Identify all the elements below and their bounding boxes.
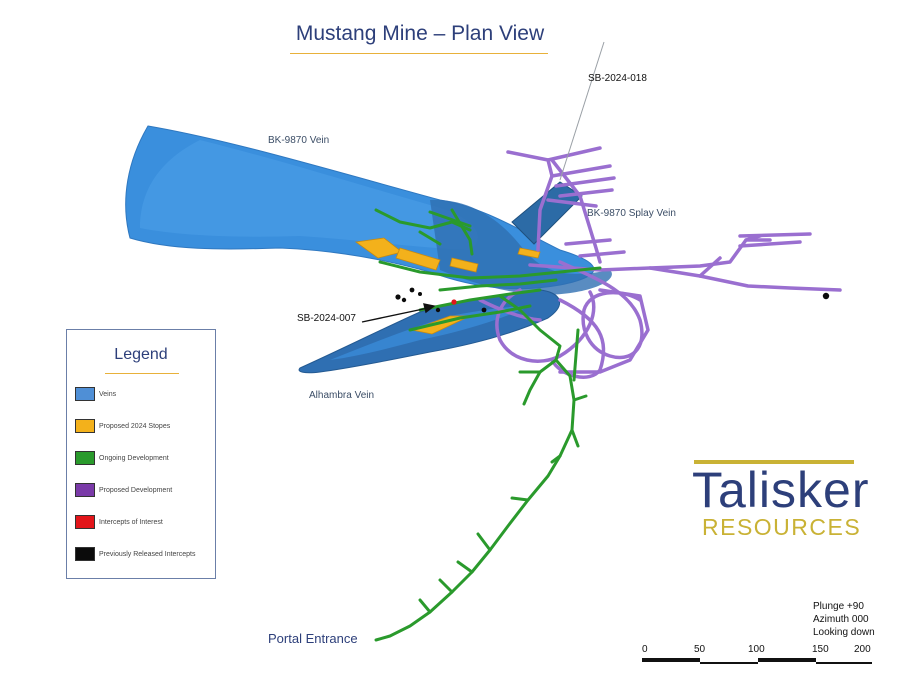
previously-released-intercepts	[395, 287, 830, 313]
alhambra-vein-label: Alhambra Vein	[309, 390, 375, 401]
legend-item-proposed-development: Proposed Development	[75, 482, 172, 498]
legend-underline	[105, 373, 179, 374]
scale-tick-100: 100	[748, 644, 765, 655]
intercepts-of-interest-swatch	[75, 515, 95, 529]
drillhole-007-arrow	[361, 303, 436, 323]
bk-9870-splay-vein-label: BK-9870 Splay Vein	[587, 208, 676, 219]
proposed-development-swatch	[75, 483, 95, 497]
drillhole-007-label: SB-2024-007	[297, 313, 356, 324]
drillhole-018-trace	[559, 41, 605, 181]
title-underline	[290, 53, 548, 54]
veins-swatch	[75, 387, 95, 401]
azimuth-text: Azimuth 000	[813, 614, 869, 625]
plunge-text: Plunge +90	[813, 601, 864, 612]
legend-title: Legend	[114, 346, 168, 363]
legend-item-previously-released-intercepts: Previously Released Intercepts	[75, 546, 196, 562]
company-logo-name: Talisker	[692, 462, 870, 518]
scale-segment-4	[816, 662, 872, 664]
logo-accent-bar	[694, 460, 854, 464]
portal-entrance-label: Portal Entrance	[268, 631, 358, 646]
legend-label: Previously Released Intercepts	[99, 550, 196, 558]
proposed-stopes-swatch	[75, 419, 95, 433]
intercepts-of-interest	[451, 299, 457, 305]
scale-tick-0: 0	[642, 644, 648, 655]
legend-item-proposed-stopes: Proposed 2024 Stopes	[75, 418, 170, 434]
view-direction-text: Looking down	[813, 627, 875, 638]
scale-tick-50: 50	[694, 644, 706, 655]
legend-item-ongoing-development: Ongoing Development	[75, 450, 169, 466]
legend-item-veins: Veins	[75, 386, 116, 402]
legend-panel: Legend Veins Proposed 2024 Stopes Ongoin…	[66, 329, 216, 579]
scale-tick-200: 200	[854, 644, 871, 655]
legend-label: Proposed 2024 Stopes	[99, 422, 171, 430]
bk-9870-vein-shading	[140, 140, 478, 250]
legend-label: Ongoing Development	[99, 454, 169, 462]
scale-segment-3	[758, 658, 816, 662]
scale-bar: 0 50 100 150 200	[640, 644, 875, 674]
scale-tick-150: 150	[812, 644, 829, 655]
bk-9870-vein-label: BK-9870 Vein	[268, 135, 330, 146]
previously-released-intercepts-swatch	[75, 547, 95, 561]
legend-label: Veins	[99, 390, 117, 398]
scale-segment-2	[700, 662, 758, 664]
company-logo-subtitle: RESOURCES	[702, 514, 862, 540]
ongoing-development-swatch	[75, 451, 95, 465]
ongoing-development	[374, 208, 602, 642]
legend-label: Intercepts of Interest	[99, 518, 163, 526]
scale-segment-1	[642, 658, 700, 662]
legend-label: Proposed Development	[99, 486, 173, 494]
legend-item-intercepts-of-interest: Intercepts of Interest	[75, 514, 163, 530]
drillhole-018-label: SB-2024-018	[588, 73, 647, 84]
view-orientation: Plunge +90 Azimuth 000 Looking down	[813, 600, 875, 639]
map-title: Mustang Mine – Plan View	[295, 22, 545, 45]
